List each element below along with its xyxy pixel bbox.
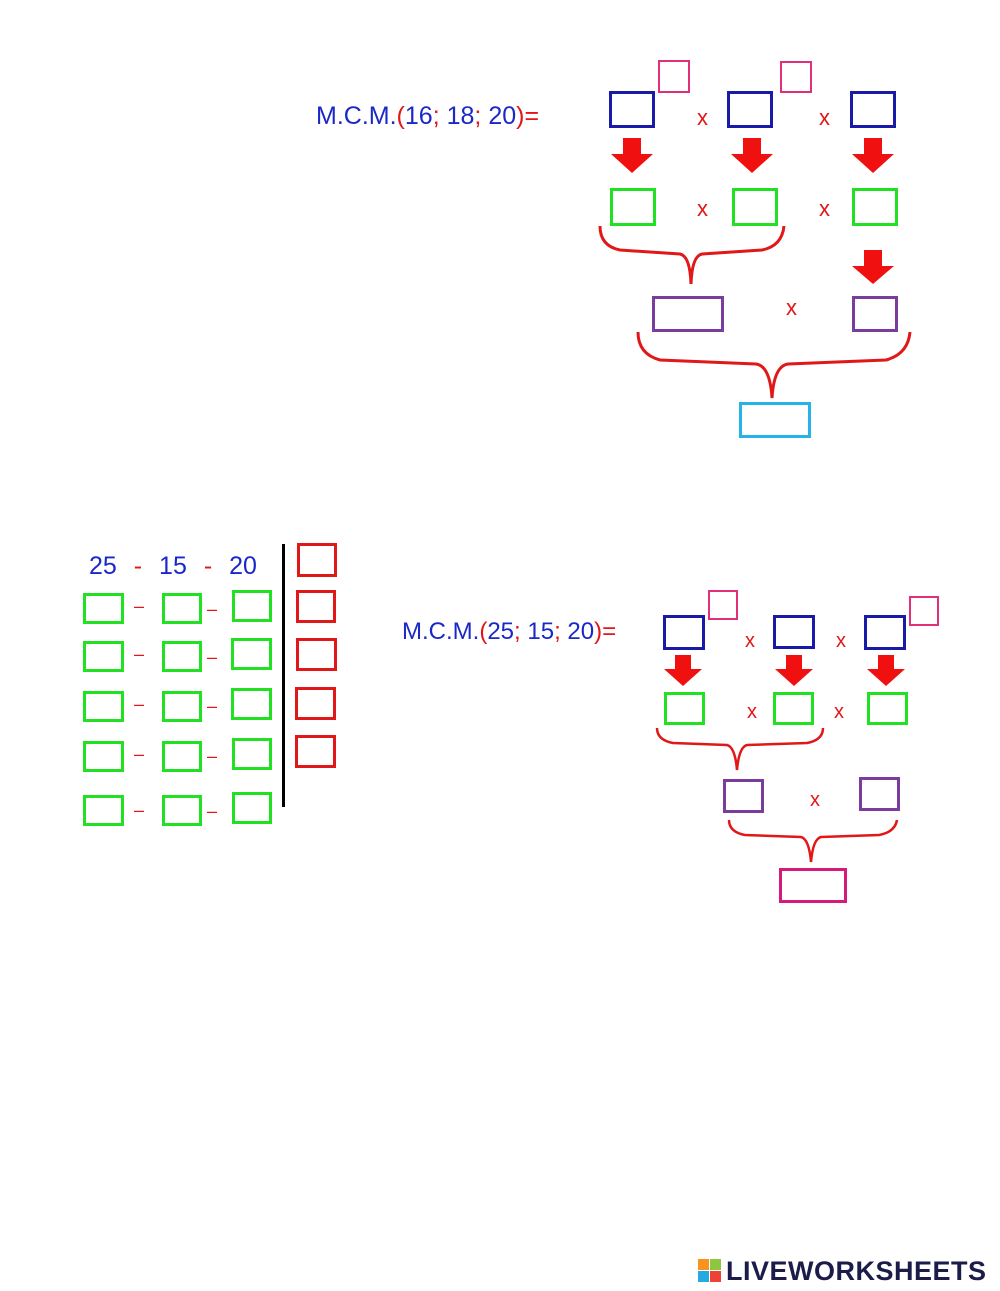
open-paren: ( (479, 618, 488, 645)
close-paren-equals: )= (594, 618, 617, 645)
argument-3: 20 (488, 102, 517, 130)
divisor-box[interactable] (296, 638, 337, 671)
separator: ; (474, 102, 489, 130)
open-paren: ( (396, 102, 405, 130)
partial-product-box[interactable] (723, 779, 764, 813)
times-sign: x (745, 630, 755, 652)
dash: – (134, 596, 145, 616)
dash: – (134, 800, 145, 820)
argument-1: 25 (487, 618, 515, 645)
divisor-box[interactable] (295, 735, 336, 768)
prime-base-box[interactable] (864, 615, 906, 650)
quotient-box[interactable] (83, 641, 124, 672)
divisor-box[interactable] (296, 590, 336, 623)
dash: – (207, 647, 218, 667)
times-sign: x (786, 295, 797, 320)
argument-3: 20 (567, 618, 595, 645)
times-sign: x (697, 196, 708, 221)
power-result-box[interactable] (852, 188, 898, 226)
mcm-prefix: M.C.M. (402, 618, 480, 645)
mcm-result-box[interactable] (779, 868, 847, 903)
prime-base-box[interactable] (850, 91, 896, 128)
brand-name: LIVEWORKSHEETS (726, 1256, 987, 1286)
power-result-box[interactable] (867, 692, 908, 725)
divisor-box[interactable] (295, 687, 336, 720)
power-result-box[interactable] (773, 692, 814, 725)
divisor-box[interactable] (297, 543, 337, 577)
quotient-box[interactable] (232, 738, 272, 770)
quotient-box[interactable] (232, 792, 272, 824)
power-result-box[interactable] (732, 188, 778, 226)
quotient-box[interactable] (231, 688, 272, 720)
times-sign: x (810, 789, 820, 811)
power-result-box[interactable] (664, 692, 705, 725)
quotient-box[interactable] (162, 795, 202, 826)
liveworksheets-logo-icon (698, 1259, 722, 1283)
argument-2: 18 (446, 102, 475, 130)
times-sign: x (819, 105, 830, 130)
mcm-result-box[interactable] (739, 402, 811, 438)
dash: – (207, 599, 218, 619)
argument-1: 16 (404, 102, 433, 130)
dash: – (134, 644, 145, 664)
quotient-box[interactable] (232, 590, 272, 622)
separator: ; (432, 102, 447, 130)
dash: - (203, 552, 213, 580)
partial-product-box[interactable] (852, 296, 898, 332)
curly-brace-icon (598, 225, 786, 285)
partial-product-box[interactable] (859, 777, 900, 811)
dash: – (207, 746, 218, 766)
number-1: 25 (89, 552, 117, 580)
prime-base-box[interactable] (773, 615, 815, 649)
number-2: 15 (159, 552, 187, 580)
quotient-box[interactable] (231, 638, 272, 670)
curly-brace-icon (636, 331, 912, 399)
exponent-box[interactable] (708, 590, 738, 620)
dash: – (134, 694, 145, 714)
times-sign: x (697, 105, 708, 130)
prime-base-box[interactable] (609, 91, 655, 128)
division-header: 25 - 15 - 20 (89, 551, 257, 581)
dash: - (133, 552, 143, 580)
curly-brace-icon (727, 819, 899, 863)
dash: – (207, 696, 218, 716)
separator: ; (554, 618, 568, 645)
partial-product-box[interactable] (652, 296, 724, 332)
prime-base-box[interactable] (727, 91, 773, 128)
mcm-prefix: M.C.M. (316, 102, 397, 130)
quotient-box[interactable] (162, 641, 202, 672)
close-paren-equals: )= (516, 102, 540, 130)
separator: ; (514, 618, 528, 645)
division-line (282, 544, 285, 807)
exercise-1-expression: M.C.M.(16; 18; 20)= (316, 101, 539, 131)
quotient-box[interactable] (162, 741, 202, 772)
quotient-box[interactable] (162, 593, 202, 624)
times-sign: x (836, 630, 846, 652)
prime-base-box[interactable] (663, 615, 705, 650)
quotient-box[interactable] (83, 691, 124, 722)
exponent-box[interactable] (780, 61, 812, 93)
exponent-box[interactable] (658, 60, 690, 93)
curly-brace-icon (655, 727, 825, 771)
quotient-box[interactable] (83, 795, 124, 826)
number-3: 20 (229, 552, 257, 580)
times-sign: x (747, 701, 757, 723)
dash: – (134, 744, 145, 764)
quotient-box[interactable] (83, 741, 124, 772)
times-sign: x (834, 701, 844, 723)
quotient-box[interactable] (83, 593, 124, 624)
exponent-box[interactable] (909, 596, 939, 626)
dash: – (207, 801, 218, 821)
times-sign: x (819, 196, 830, 221)
quotient-box[interactable] (162, 691, 202, 722)
power-result-box[interactable] (610, 188, 656, 226)
argument-2: 15 (527, 618, 555, 645)
exercise-2-expression: M.C.M.(25; 15; 20)= (402, 617, 616, 647)
